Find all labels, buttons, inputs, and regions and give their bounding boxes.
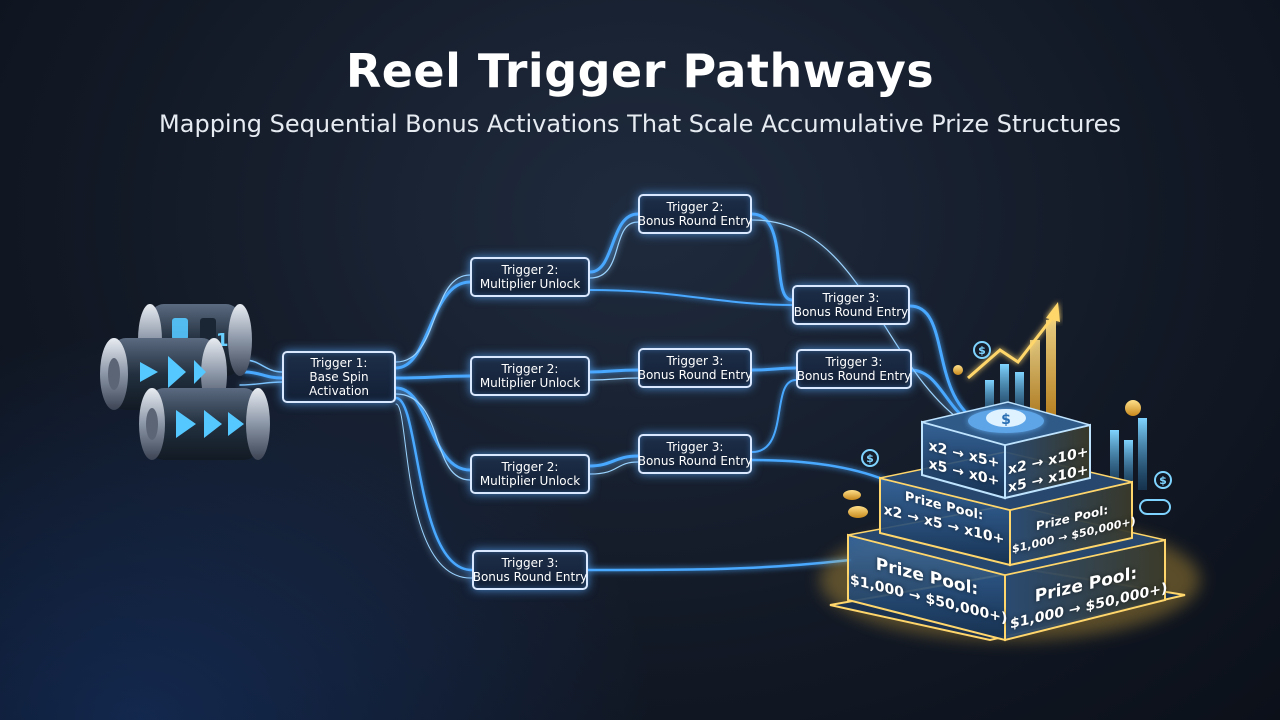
node-line: Trigger 2: bbox=[501, 263, 559, 277]
flow-reels-to-root-2 bbox=[239, 381, 283, 386]
growth-bar bbox=[1110, 430, 1119, 490]
flow-top-to-far-upper bbox=[750, 212, 794, 302]
node-line: Bonus Round Entry bbox=[637, 214, 753, 228]
node-trigger-3-bonus-far-upper[interactable]: Trigger 3: Bonus Round Entry bbox=[792, 285, 910, 325]
node-trigger-2-multiplier-top[interactable]: Trigger 2: Multiplier Unlock bbox=[470, 257, 590, 297]
node-line: Trigger 2: bbox=[501, 460, 559, 474]
flow-root-to-mid-lower bbox=[394, 386, 472, 472]
coin-icon: $ bbox=[973, 341, 991, 359]
coin-icon bbox=[848, 506, 868, 518]
node-line: Multiplier Unlock bbox=[479, 474, 581, 488]
node-line: Bonus Round Entry bbox=[637, 454, 753, 468]
growth-bar bbox=[1015, 372, 1024, 420]
growth-arrowhead bbox=[1046, 302, 1060, 322]
node-trigger-3-bonus-center[interactable]: Trigger 3: Bonus Round Entry bbox=[638, 348, 752, 388]
node-line: Bonus Round Entry bbox=[796, 369, 912, 383]
coin-symbol: $ bbox=[978, 344, 986, 357]
coin-icon: $ bbox=[861, 449, 879, 467]
growth-bar bbox=[985, 380, 994, 420]
node-trigger-2-multiplier-lower[interactable]: Trigger 2: Multiplier Unlock bbox=[470, 454, 590, 494]
node-line: Trigger 3: bbox=[666, 440, 724, 454]
node-line: Trigger 3: bbox=[501, 556, 559, 570]
slot-reels: 1 bbox=[100, 304, 270, 460]
flow-mid-top-to-far bbox=[589, 289, 793, 306]
flow-lower-right-to-pyramid bbox=[750, 458, 887, 482]
node-line: Trigger 3: bbox=[825, 355, 883, 369]
flow-mid-lower-to-lower-right-2 bbox=[589, 461, 639, 475]
node-trigger-2-multiplier-center[interactable]: Trigger 2: Multiplier Unlock bbox=[470, 356, 590, 396]
coin-symbol: $ bbox=[866, 452, 874, 465]
coins: $ $ $ bbox=[843, 341, 1172, 518]
node-line: Activation bbox=[308, 384, 370, 398]
node-line: Bonus Round Entry bbox=[793, 305, 909, 319]
flow-mid-center-to-center-right bbox=[588, 368, 640, 374]
pyramid-top-tier: $ bbox=[921, 401, 1091, 500]
coin-symbol: $ bbox=[1159, 474, 1167, 487]
node-trigger-3-bonus-far-center[interactable]: Trigger 3: Bonus Round Entry bbox=[796, 349, 912, 389]
flow-root-to-mid-lower-2 bbox=[395, 393, 471, 481]
node-line: Bonus Round Entry bbox=[472, 570, 588, 584]
growth-arrow-line bbox=[967, 317, 1054, 380]
flow-center-right-to-far-center bbox=[750, 366, 798, 372]
flow-root-to-bottom-2 bbox=[395, 403, 473, 579]
growth-bar bbox=[1138, 418, 1147, 490]
growth-bar bbox=[1030, 340, 1040, 420]
flow-lower-right-to-far-center bbox=[751, 379, 797, 453]
node-trigger-3-bonus-bottom[interactable]: Trigger 3: Bonus Round Entry bbox=[472, 550, 588, 590]
flow-mid-lower-to-lower-right bbox=[588, 454, 640, 468]
coin-icon bbox=[953, 365, 963, 375]
node-line: Trigger 3: bbox=[666, 354, 724, 368]
page-title: Reel Trigger Pathways bbox=[345, 44, 935, 98]
flow-root-to-mid-center bbox=[394, 374, 472, 380]
coin-icon bbox=[843, 490, 861, 500]
node-line: Multiplier Unlock bbox=[479, 376, 581, 390]
pyramid-top-coin-symbol: $ bbox=[1001, 412, 1011, 428]
flow-mid-top-to-top bbox=[588, 212, 640, 274]
flow-root-to-bottom bbox=[394, 396, 474, 572]
flow-root-to-mid-top bbox=[394, 280, 472, 370]
growth-bar bbox=[1124, 440, 1133, 490]
growth-bar bbox=[1046, 320, 1056, 420]
coin-icon bbox=[1125, 400, 1141, 416]
node-line: Trigger 2: bbox=[501, 362, 559, 376]
growth-chart bbox=[967, 302, 1147, 490]
flow-reels-to-root-3 bbox=[244, 359, 283, 373]
node-line: Trigger 2: bbox=[666, 200, 724, 214]
node-line: Base Spin bbox=[309, 370, 369, 384]
coin-icon: $ bbox=[1154, 471, 1172, 489]
growth-bar bbox=[1000, 364, 1009, 420]
flow-bottom-to-pyramid bbox=[586, 558, 852, 572]
node-line: Trigger 1: bbox=[310, 356, 368, 370]
flow-mid-center-to-center-right-2 bbox=[589, 377, 639, 381]
node-line: Multiplier Unlock bbox=[479, 277, 581, 291]
node-trigger-3-bonus-lower[interactable]: Trigger 3: Bonus Round Entry bbox=[638, 434, 752, 474]
reel-lower bbox=[139, 388, 270, 460]
node-trigger-1-base-spin[interactable]: Trigger 1: Base Spin Activation bbox=[282, 351, 396, 403]
node-line: Bonus Round Entry bbox=[637, 368, 753, 382]
node-trigger-2-bonus-top[interactable]: Trigger 2: Bonus Round Entry bbox=[638, 194, 752, 234]
flow-root-to-mid-top-2 bbox=[395, 274, 471, 363]
node-line: Trigger 3: bbox=[822, 291, 880, 305]
page-subtitle: Mapping Sequential Bonus Activations Tha… bbox=[159, 110, 1121, 138]
flow-mid-top-to-top-2 bbox=[589, 221, 639, 279]
coin-icon bbox=[1139, 499, 1171, 515]
flow-far-upper-to-pyramid bbox=[908, 304, 977, 422]
flow-reels-to-root bbox=[243, 370, 284, 380]
